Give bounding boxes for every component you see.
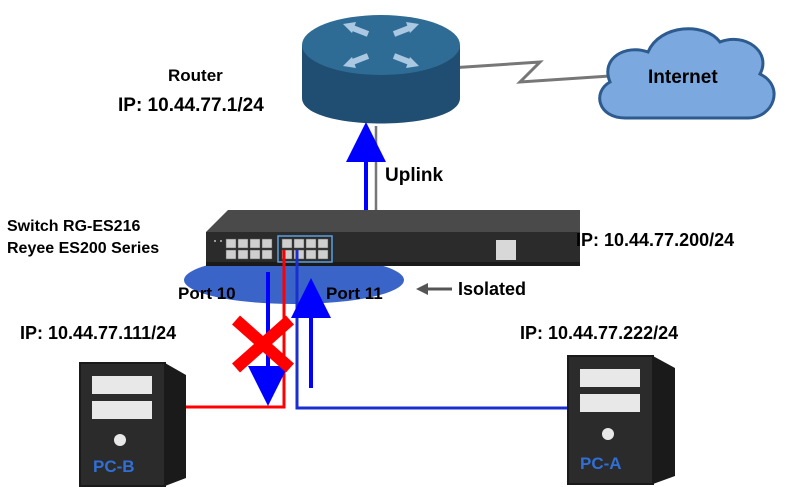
port-11-label: Port 11	[326, 284, 383, 303]
switch-icon	[206, 210, 580, 266]
cloud-icon	[598, 27, 776, 120]
internet-label: Internet	[648, 67, 718, 88]
pc-a-label: PC-A	[580, 454, 622, 473]
router-ip: IP: 10.44.77.1/24	[118, 95, 264, 116]
router-icon	[302, 15, 460, 124]
pc-b-link	[178, 250, 286, 409]
port-10-label: Port 10	[178, 284, 236, 303]
pc-tower-icon	[79, 362, 186, 487]
x-mark-icon	[232, 315, 294, 373]
switch-series-label: Reyee ES200 Series	[7, 240, 160, 257]
internet-link	[449, 60, 611, 84]
isolated-label: Isolated	[458, 279, 527, 299]
pc-a-ip: IP: 10.44.77.222/24	[520, 323, 679, 343]
switch-ip: IP: 10.44.77.200/24	[576, 230, 735, 250]
pc-tower-icon	[567, 355, 675, 485]
isolated-arrow-head	[416, 283, 428, 295]
uplink-label: Uplink	[385, 165, 444, 186]
pc-b-ip: IP: 10.44.77.111/24	[20, 323, 177, 343]
switch-model-label: Switch RG-ES216	[7, 218, 141, 235]
pc-b-label: PC-B	[93, 457, 135, 476]
router-title: Router	[168, 66, 223, 85]
